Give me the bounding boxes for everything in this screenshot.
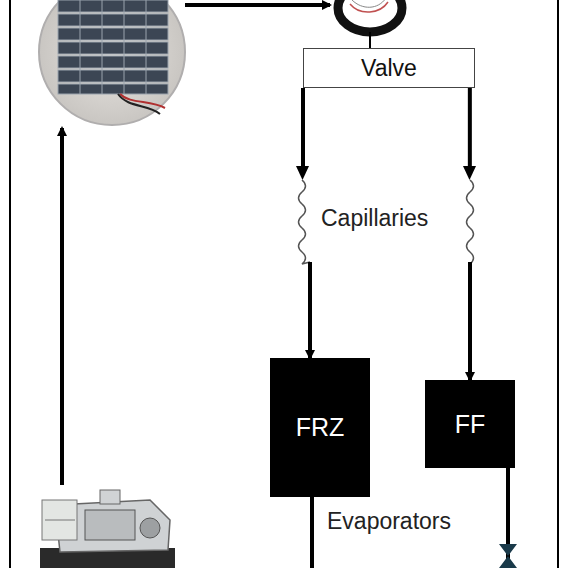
coil-photo — [338, 0, 402, 32]
capillary-symbol — [299, 180, 311, 264]
flow-arrow — [60, 128, 64, 485]
frame-line — [557, 0, 559, 568]
pipe-line — [310, 497, 314, 568]
evaporator-box: FF — [425, 380, 515, 468]
node-text: FF — [455, 410, 486, 439]
pipe-line — [369, 32, 371, 48]
flow-connector — [303, 88, 310, 358]
evaporator-box: FRZ — [270, 358, 370, 497]
flow-connector — [468, 88, 472, 380]
compressor-photo — [40, 490, 175, 568]
battery-pack-photo — [39, 0, 185, 125]
valve-box: Valve — [303, 48, 475, 88]
arrow-head — [296, 166, 309, 180]
node-text: Valve — [361, 55, 417, 82]
node-text: FRZ — [296, 413, 345, 442]
capillary-symbol — [467, 180, 474, 264]
frame-line — [9, 0, 11, 568]
capillary-label: Capillaries — [321, 205, 428, 232]
valve-symbol — [499, 544, 517, 568]
arrow-head — [463, 166, 476, 180]
evaporator-label: Evaporators — [327, 508, 451, 535]
flow-arrow — [185, 3, 330, 7]
